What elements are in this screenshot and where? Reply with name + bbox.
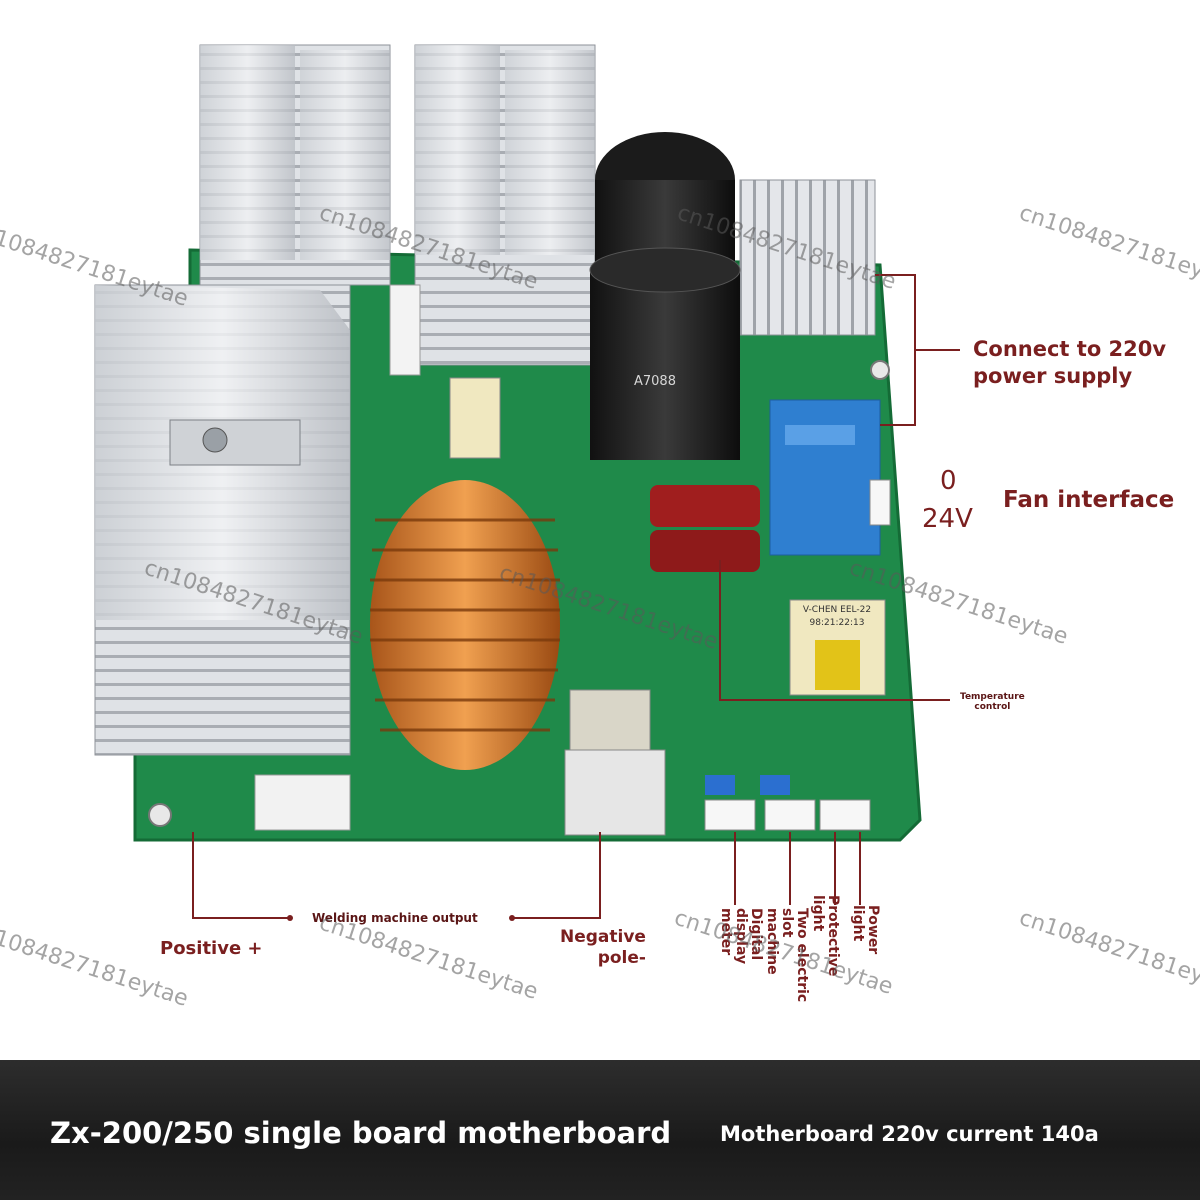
caption-banner: Zx-200/250 single board motherboard Moth…: [0, 1060, 1200, 1200]
connector-display: [704, 799, 756, 831]
annotation-lines: [192, 274, 960, 919]
connector-current: [764, 799, 816, 831]
label-two-electric: Two electric slot machine: [764, 908, 810, 1003]
film-capacitor-2: [650, 530, 760, 572]
transformer-left: [449, 377, 501, 459]
ceramic-resistor: [389, 284, 421, 376]
label-protective-light: Protective light: [810, 895, 841, 977]
circuit-board-illustration: A7088 V-CHEN EEL-22 98:21:22:13: [94, 44, 960, 921]
label-connect-220v: Connect to 220v power supply: [973, 337, 1167, 388]
toroid-inductor: [370, 480, 560, 770]
output-terminal: [564, 749, 666, 836]
label-welding-output: Welding machine output: [312, 911, 478, 925]
label-negative: Negative pole-: [560, 927, 646, 968]
film-capacitor-1: [650, 485, 760, 527]
label-fan-interface: Fan interface: [1003, 487, 1175, 513]
label-fan-24v: 24V: [922, 504, 973, 534]
capacitor-bottom: [590, 270, 740, 460]
svg-text:V-CHEN EEL-22: V-CHEN EEL-22: [803, 605, 871, 615]
relay: [769, 399, 881, 556]
svg-text:98:21:22:13: 98:21:22:13: [810, 618, 865, 628]
label-digital-display: Digital display meter: [718, 908, 764, 965]
label-power-light: Power light: [850, 905, 881, 955]
product-photo: A7088 V-CHEN EEL-22 98:21:22:13: [0, 44, 1200, 1012]
banner-subtitle: Motherboard 220v current 140a: [720, 1122, 1099, 1146]
heatsink-right: [739, 179, 876, 336]
label-positive: Positive +: [160, 938, 263, 959]
connector-light: [819, 799, 871, 831]
capacitor-marking: A7088: [634, 374, 676, 389]
label-temperature-control: Temperature control: [960, 692, 1025, 712]
fan-connector: [869, 479, 891, 526]
mounting-hole: [148, 803, 172, 827]
banner-title: Zx-200/250 single board motherboard: [50, 1116, 672, 1150]
label-fan-zero: 0: [940, 466, 957, 496]
